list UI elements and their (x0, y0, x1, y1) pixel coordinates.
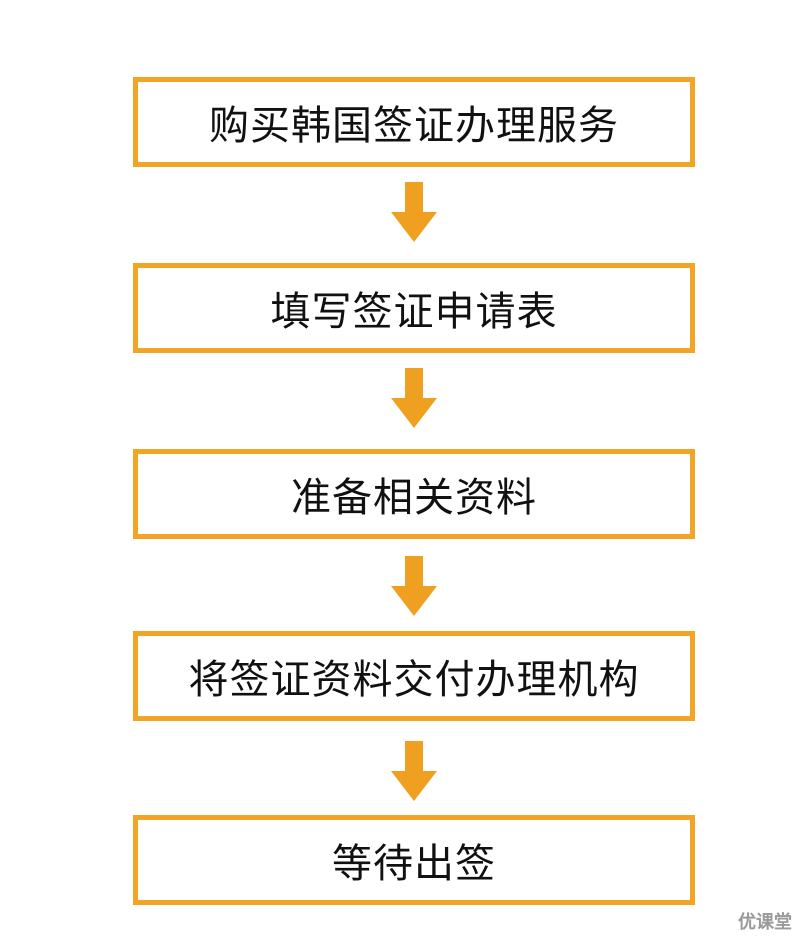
arrow-down-icon (391, 556, 437, 616)
arrow-down-icon (391, 368, 437, 428)
step-1-label: 购买韩国签证办理服务 (209, 103, 619, 149)
step-5-label: 等待出签 (332, 841, 496, 887)
step-4-label: 将签证资料交付办理机构 (188, 657, 640, 703)
arrow-down-icon (391, 182, 437, 242)
step-2-box: 填写签证申请表 (133, 263, 695, 353)
step-1-box: 购买韩国签证办理服务 (133, 77, 695, 167)
watermark-logo: 优课堂 (738, 912, 792, 933)
step-5-box: 等待出签 (133, 815, 695, 905)
step-2-label: 填写签证申请表 (270, 289, 558, 335)
step-4-box: 将签证资料交付办理机构 (133, 631, 695, 721)
arrow-down-icon (391, 741, 437, 801)
step-3-box: 准备相关资料 (133, 449, 695, 539)
step-3-label: 准备相关资料 (291, 475, 537, 521)
